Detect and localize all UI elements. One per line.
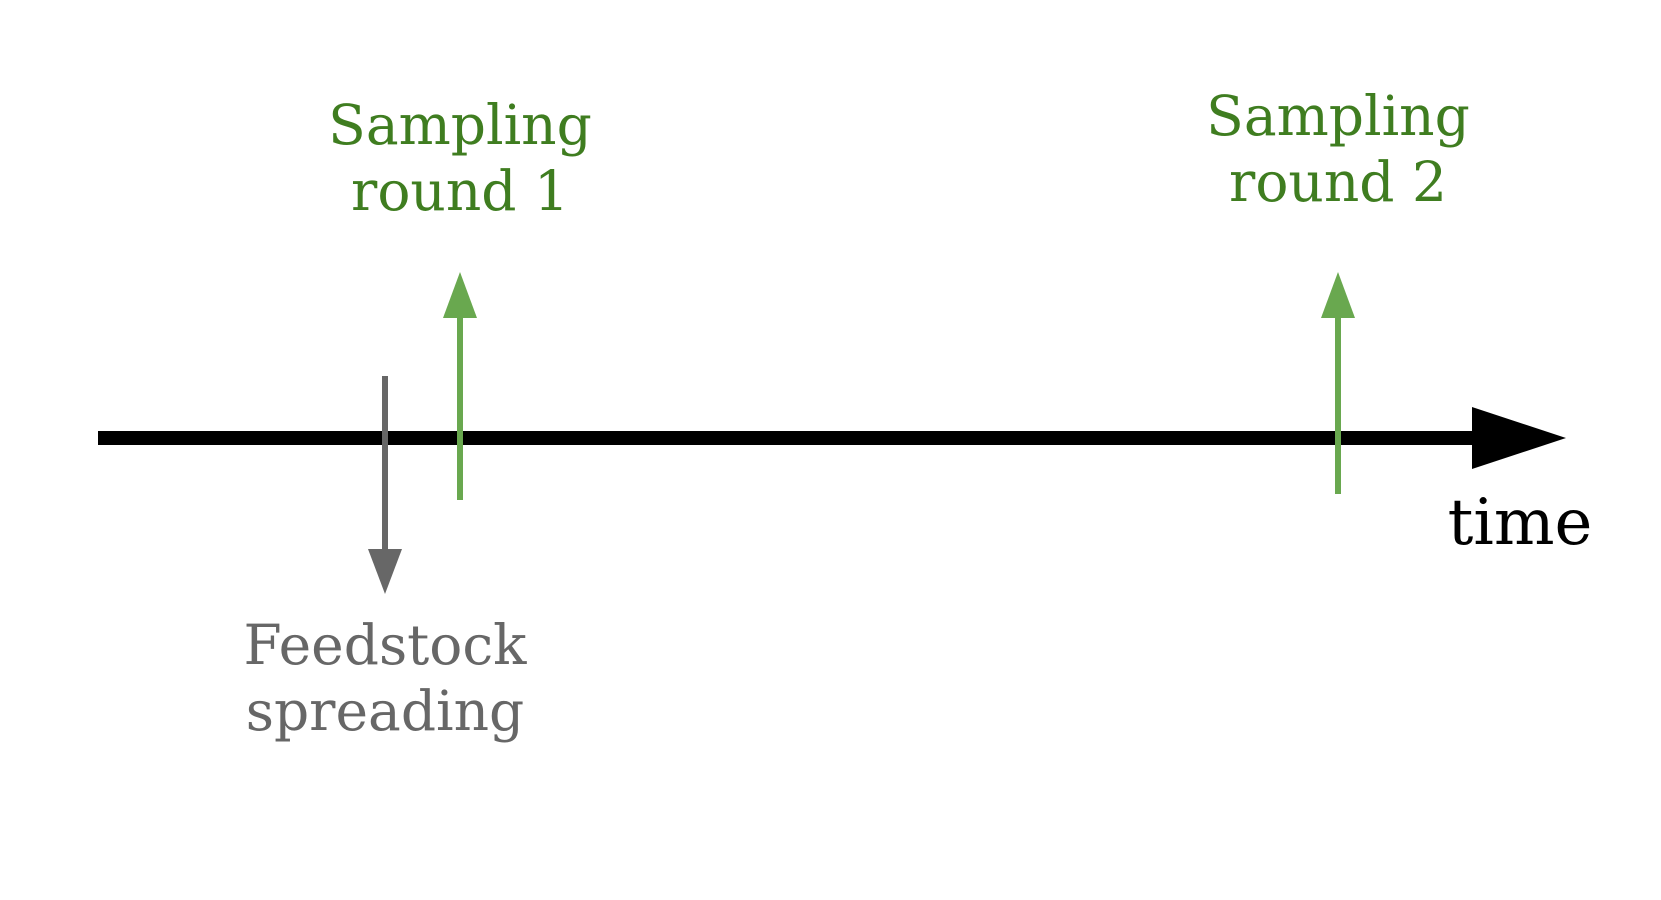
feedstock-spreading-label: Feedstock spreading xyxy=(230,612,540,744)
sampling-round-2-label: Sampling round 2 xyxy=(1188,83,1488,215)
feedstock-spreading-label-line1: Feedstock xyxy=(243,613,527,677)
feedstock-spreading-label-line2: spreading xyxy=(245,679,525,743)
sampling-round-2-arrowhead xyxy=(1321,272,1355,318)
time-axis-arrowhead xyxy=(1472,407,1566,469)
sampling-round-1-label-line2: round 1 xyxy=(351,159,569,223)
sampling-round-1-label-line1: Sampling xyxy=(328,93,592,157)
sampling-round-1-label: Sampling round 1 xyxy=(310,92,610,224)
sampling-round-1-arrowhead xyxy=(443,272,477,318)
sampling-round-2-label-line1: Sampling xyxy=(1206,84,1470,148)
feedstock-spreading-arrowhead xyxy=(368,549,402,594)
sampling-round-2-label-line2: round 2 xyxy=(1229,150,1447,214)
time-axis-label: time xyxy=(1447,486,1593,560)
